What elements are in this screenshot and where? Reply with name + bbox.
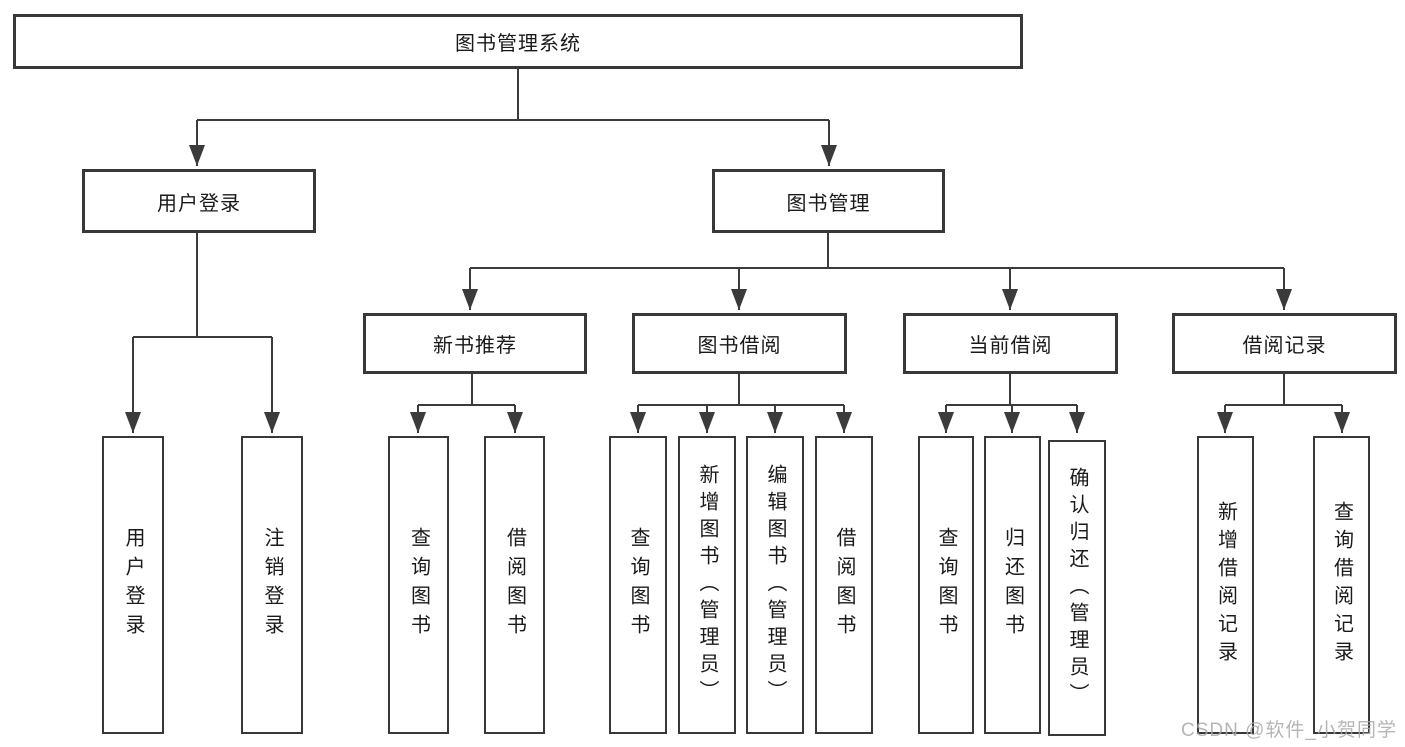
leaf-borrow-books: 借阅图书	[815, 436, 873, 734]
leaf-add-borrow-record: 新增借阅记录	[1197, 436, 1254, 734]
leaf-logout: 注销登录	[241, 436, 303, 734]
leaf-user-login: 用户登录	[102, 436, 164, 734]
leaf-borrow-books-recommend: 借阅图书	[484, 436, 545, 734]
node-user-login: 用户登录	[82, 169, 316, 233]
leaf-return-books: 归还图书	[984, 436, 1041, 734]
leaf-add-books-admin: 新增图书（管理员）	[678, 436, 736, 734]
leaf-edit-books-admin: 编辑图书（管理员）	[746, 436, 804, 734]
node-root-system: 图书管理系统	[13, 14, 1023, 69]
node-book-management: 图书管理	[712, 169, 945, 233]
node-current-borrowing: 当前借阅	[903, 313, 1118, 374]
leaf-query-borrow-record: 查询借阅记录	[1313, 436, 1370, 734]
leaf-query-books-borrowing: 查询图书	[609, 436, 667, 734]
leaf-confirm-return-admin: 确认归还（管理员）	[1048, 440, 1106, 736]
node-book-borrowing: 图书借阅	[632, 313, 847, 374]
node-new-book-recommend: 新书推荐	[363, 313, 587, 374]
leaf-query-books-current: 查询图书	[918, 436, 974, 734]
node-borrow-records: 借阅记录	[1172, 313, 1397, 374]
csdn-watermark: CSDN @软件_小贺同学	[1181, 720, 1397, 741]
leaf-query-books-recommend: 查询图书	[388, 436, 449, 734]
